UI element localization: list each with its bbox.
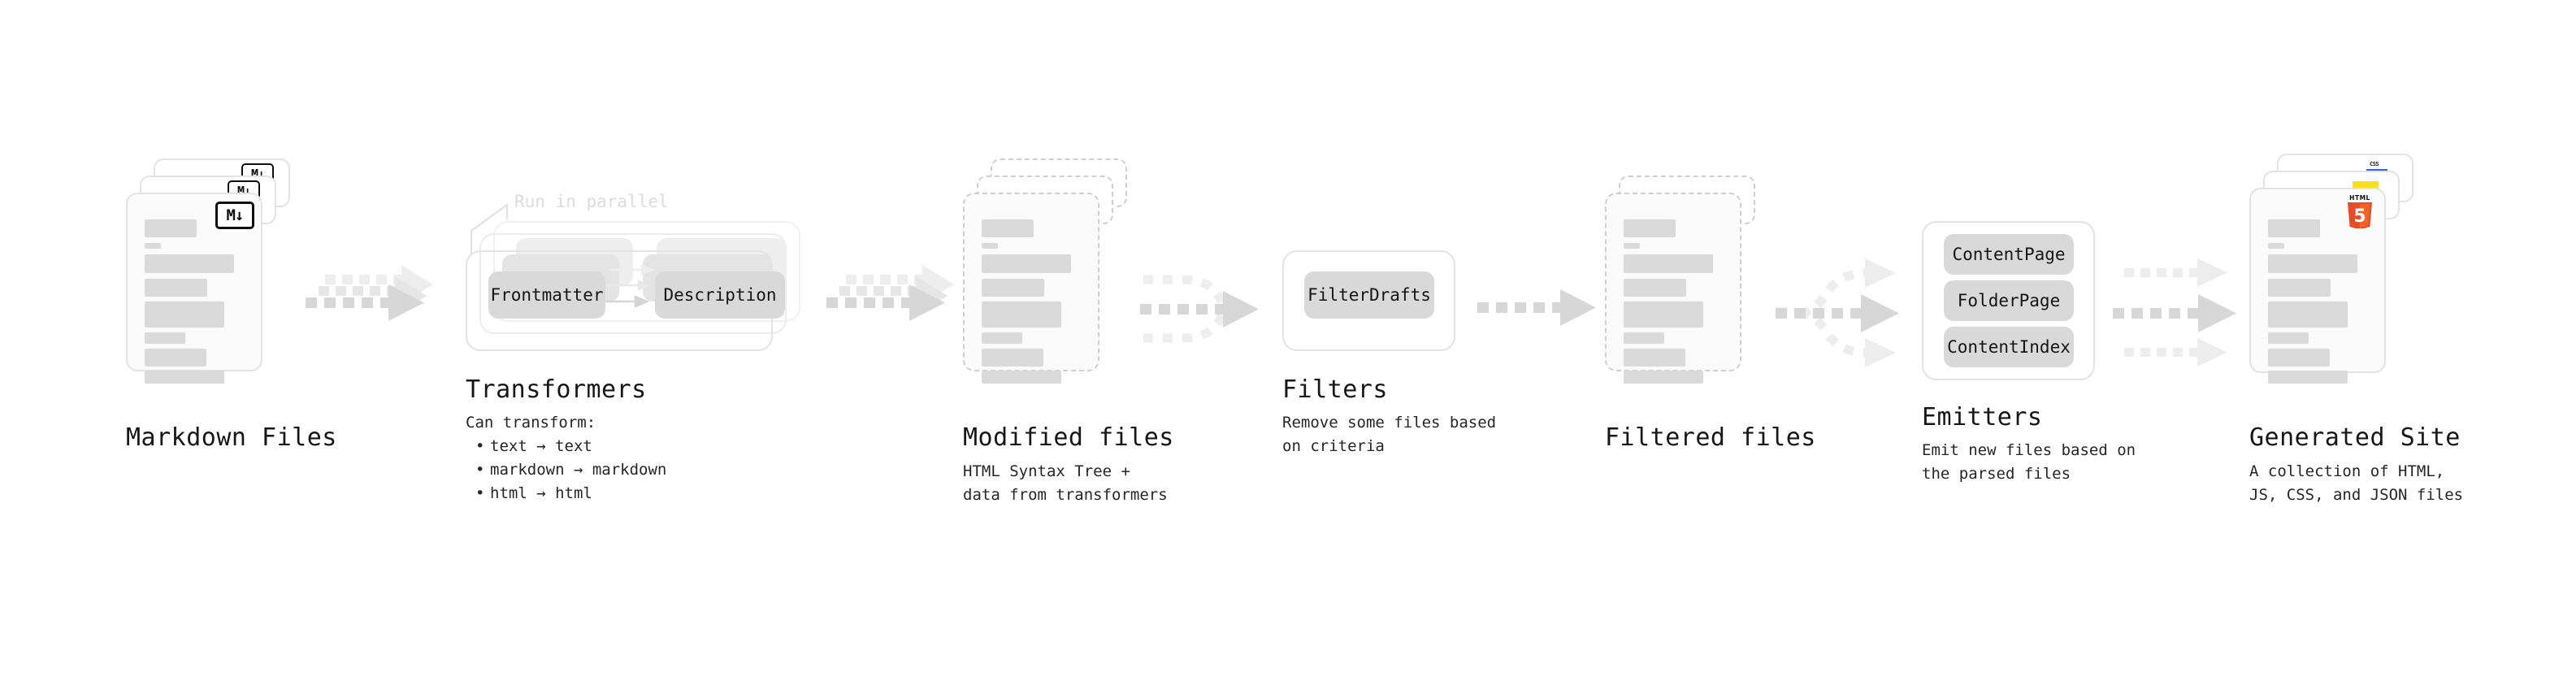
- flow-arrow-emitters-to-site: [2113, 258, 2236, 367]
- transformers-bullet: html → html: [474, 482, 666, 505]
- doc-skeleton-line: [1624, 243, 1640, 249]
- run-in-parallel-label: Run in parallel: [514, 192, 669, 211]
- doc-skeleton-line: [1624, 279, 1686, 297]
- transformer-pill-description[interactable]: Description: [655, 271, 785, 319]
- markdown-badge: M↓: [215, 202, 254, 229]
- filter-pill-filterdrafts[interactable]: FilterDrafts: [1304, 271, 1434, 319]
- doc-skeleton-line: [982, 371, 1061, 384]
- stage-title-filtered-files: Filtered files: [1605, 423, 1816, 452]
- markdown-badge-text: M↓: [226, 206, 245, 224]
- doc-skeleton-line: [2268, 349, 2330, 367]
- stage-desc-filters: Remove some files based on criteria: [1282, 414, 1497, 455]
- doc-skeleton-line: [2268, 301, 2348, 327]
- doc-skeleton-line: [145, 349, 206, 367]
- transformer-pill-description-label: Description: [663, 285, 777, 305]
- modified-file-card-front: [963, 193, 1099, 384]
- html5-wordmark: HTML: [2349, 194, 2370, 202]
- css-badge-label: CSS: [2370, 161, 2379, 167]
- emitter-pill-contentpage[interactable]: ContentPage: [1944, 234, 2074, 275]
- doc-skeleton-line: [2268, 243, 2284, 249]
- transformers-bullet: text → text: [474, 435, 666, 458]
- stage-desc-transformers: Can transform:: [466, 414, 596, 432]
- doc-skeleton-line: [1624, 219, 1676, 237]
- transformer-inner-arrows: [603, 264, 655, 308]
- doc-skeleton-line: [982, 254, 1071, 273]
- stage-title-transformers: Transformers: [466, 375, 647, 404]
- doc-skeleton-line: [982, 301, 1061, 327]
- doc-skeleton-line: [982, 219, 1034, 237]
- flow-arrow-modified-to-filters: [1140, 275, 1259, 343]
- doc-skeleton-line: [145, 301, 224, 327]
- stage-desc-modified-files: HTML Syntax Tree + data from transformer…: [963, 462, 1168, 504]
- doc-skeleton-line: [1624, 332, 1664, 344]
- doc-skeleton-line: [145, 219, 197, 237]
- doc-skeleton-line: [2268, 332, 2309, 344]
- doc-skeleton-line: [2268, 254, 2357, 273]
- markdown-file-card-front: M↓: [126, 193, 262, 384]
- flow-arrow-filters-to-filtered: [1477, 289, 1596, 326]
- flow-arrow-filtered-to-emitters: [1776, 258, 1899, 367]
- doc-skeleton-line: [982, 332, 1022, 344]
- doc-skeleton-line: [2268, 279, 2331, 297]
- stage-title-generated-site: Generated Site: [2249, 423, 2461, 452]
- run-in-parallel-leader: [471, 203, 508, 254]
- doc-skeleton-line: [145, 254, 234, 273]
- emitter-pill-folderpage-label: FolderPage: [1957, 291, 2061, 310]
- emitter-pill-contentindex-label: ContentIndex: [1947, 337, 2071, 357]
- flow-arrow-markdown-to-transformers: [306, 265, 433, 321]
- doc-skeleton-line: [982, 279, 1044, 297]
- stage-desc-emitters: Emit new files based on the parsed files: [1922, 441, 2136, 483]
- doc-skeleton-line: [2268, 371, 2348, 384]
- filtered-file-card-front: [1605, 193, 1741, 384]
- stage-title-emitters: Emitters: [1922, 403, 2043, 432]
- doc-skeleton-line: [1624, 349, 1685, 367]
- emitter-pill-contentpage-label: ContentPage: [1952, 245, 2066, 264]
- stage-title-modified-files: Modified files: [963, 423, 1174, 452]
- doc-skeleton-line: [145, 371, 224, 384]
- emitters-group: [1922, 221, 2095, 380]
- doc-skeleton-line: [1624, 301, 1703, 327]
- emitter-pill-folderpage[interactable]: FolderPage: [1944, 280, 2074, 321]
- doc-skeleton-line: [982, 349, 1043, 367]
- emitter-pill-contentindex[interactable]: ContentIndex: [1944, 327, 2074, 367]
- html5-icon: HTML 5: [2348, 194, 2372, 228]
- transformers-bullet: markdown → markdown: [474, 458, 666, 482]
- stage-title-markdown-files: Markdown Files: [126, 423, 337, 452]
- doc-skeleton-line: [982, 243, 998, 249]
- doc-skeleton-line: [2268, 219, 2320, 237]
- generated-file-card-html: HTML 5: [2249, 188, 2386, 384]
- doc-skeleton-line: [145, 332, 185, 344]
- stage-desc-generated-site: A collection of HTML, JS, CSS, and JSON …: [2249, 462, 2464, 504]
- flow-arrow-transformers-to-modified: [826, 265, 954, 321]
- doc-skeleton-line: [145, 279, 207, 297]
- transformer-group-back-1: [479, 233, 787, 334]
- doc-skeleton-line: [1624, 371, 1703, 384]
- transformer-pill-frontmatter-label: Frontmatter: [490, 285, 604, 305]
- transformer-pill-frontmatter[interactable]: Frontmatter: [488, 271, 605, 319]
- filter-pill-filterdrafts-label: FilterDrafts: [1308, 285, 1431, 305]
- transformers-bullet-list: text → text markdown → markdown html → h…: [474, 435, 666, 505]
- stage-title-filters: Filters: [1282, 375, 1388, 404]
- doc-skeleton-line: [145, 243, 161, 249]
- html5-number: 5: [2353, 206, 2366, 227]
- filters-group: [1282, 250, 1455, 351]
- doc-skeleton-line: [1624, 254, 1713, 273]
